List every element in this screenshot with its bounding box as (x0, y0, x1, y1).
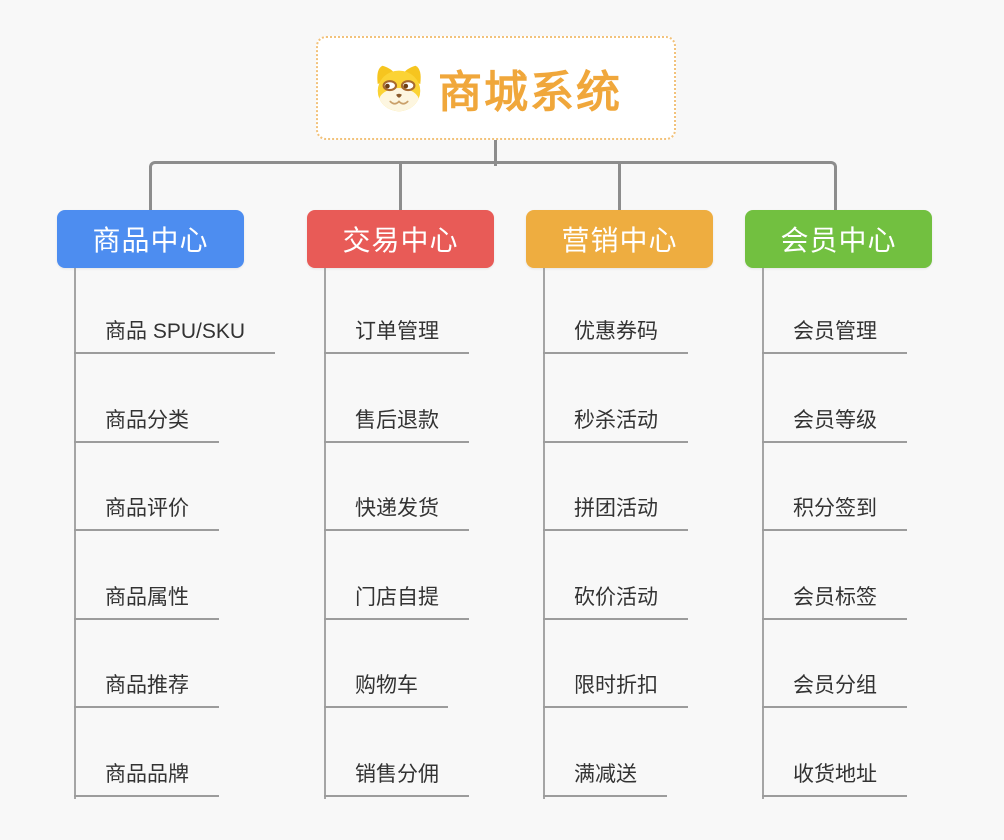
leaf-item[interactable]: 商品推荐 (74, 672, 219, 708)
branch-trunk-line (74, 268, 76, 799)
leaf-item[interactable]: 积分签到 (762, 495, 907, 531)
branch-header[interactable]: 商品中心 (57, 210, 244, 268)
branch-connector-drop (618, 164, 621, 210)
leaf-item[interactable]: 秒杀活动 (543, 407, 688, 443)
shiba-dog-icon (377, 65, 421, 112)
leaf-item[interactable]: 商品分类 (74, 407, 219, 443)
branch-column-2: 交易中心 订单管理售后退款快递发货门店自提购物车销售分佣 (307, 0, 494, 840)
leaf-item[interactable]: 会员标签 (762, 584, 907, 620)
leaf-item[interactable]: 销售分佣 (324, 761, 469, 797)
leaf-item[interactable]: 商品属性 (74, 584, 219, 620)
leaf-item[interactable]: 会员分组 (762, 672, 907, 708)
leaf-item[interactable]: 快递发货 (324, 495, 469, 531)
leaf-item[interactable]: 拼团活动 (543, 495, 688, 531)
root-connector-stem (494, 140, 497, 166)
branch-trunk-line (543, 268, 545, 799)
leaf-item[interactable]: 商品 SPU/SKU (74, 318, 276, 354)
leaf-item[interactable]: 购物车 (324, 672, 448, 708)
leaf-item[interactable]: 商品评价 (74, 495, 219, 531)
leaf-item[interactable]: 优惠券码 (543, 318, 688, 354)
leaf-item[interactable]: 会员管理 (762, 318, 907, 354)
leaf-item[interactable]: 售后退款 (324, 407, 469, 443)
leaf-item[interactable]: 满减送 (543, 761, 667, 797)
leaf-item[interactable]: 订单管理 (324, 318, 469, 354)
branch-header[interactable]: 会员中心 (745, 210, 932, 268)
branch-trunk-line (324, 268, 326, 799)
branch-column-3: 营销中心 优惠券码秒杀活动拼团活动砍价活动限时折扣满减送 (526, 0, 713, 840)
root-title: 商城系统 (438, 68, 622, 117)
root-node[interactable]: 商城系统 (316, 36, 676, 140)
leaf-item[interactable]: 收货地址 (762, 761, 907, 797)
branch-connector-bracket (149, 161, 837, 210)
branch-connector-drop (399, 164, 402, 210)
leaf-item[interactable]: 会员等级 (762, 407, 907, 443)
branch-header[interactable]: 交易中心 (307, 210, 494, 268)
leaf-item[interactable]: 门店自提 (324, 584, 469, 620)
leaf-item[interactable]: 限时折扣 (543, 672, 688, 708)
branch-header[interactable]: 营销中心 (526, 210, 713, 268)
leaf-item[interactable]: 商品品牌 (74, 761, 219, 797)
branch-trunk-line (762, 268, 764, 799)
leaf-item[interactable]: 砍价活动 (543, 584, 688, 620)
branch-column-1: 商品中心 商品 SPU/SKU 商品分类商品评价商品属性商品推荐商品品牌 (57, 0, 276, 840)
branch-column-4: 会员中心 会员管理会员等级积分签到会员标签会员分组收货地址 (745, 0, 932, 840)
